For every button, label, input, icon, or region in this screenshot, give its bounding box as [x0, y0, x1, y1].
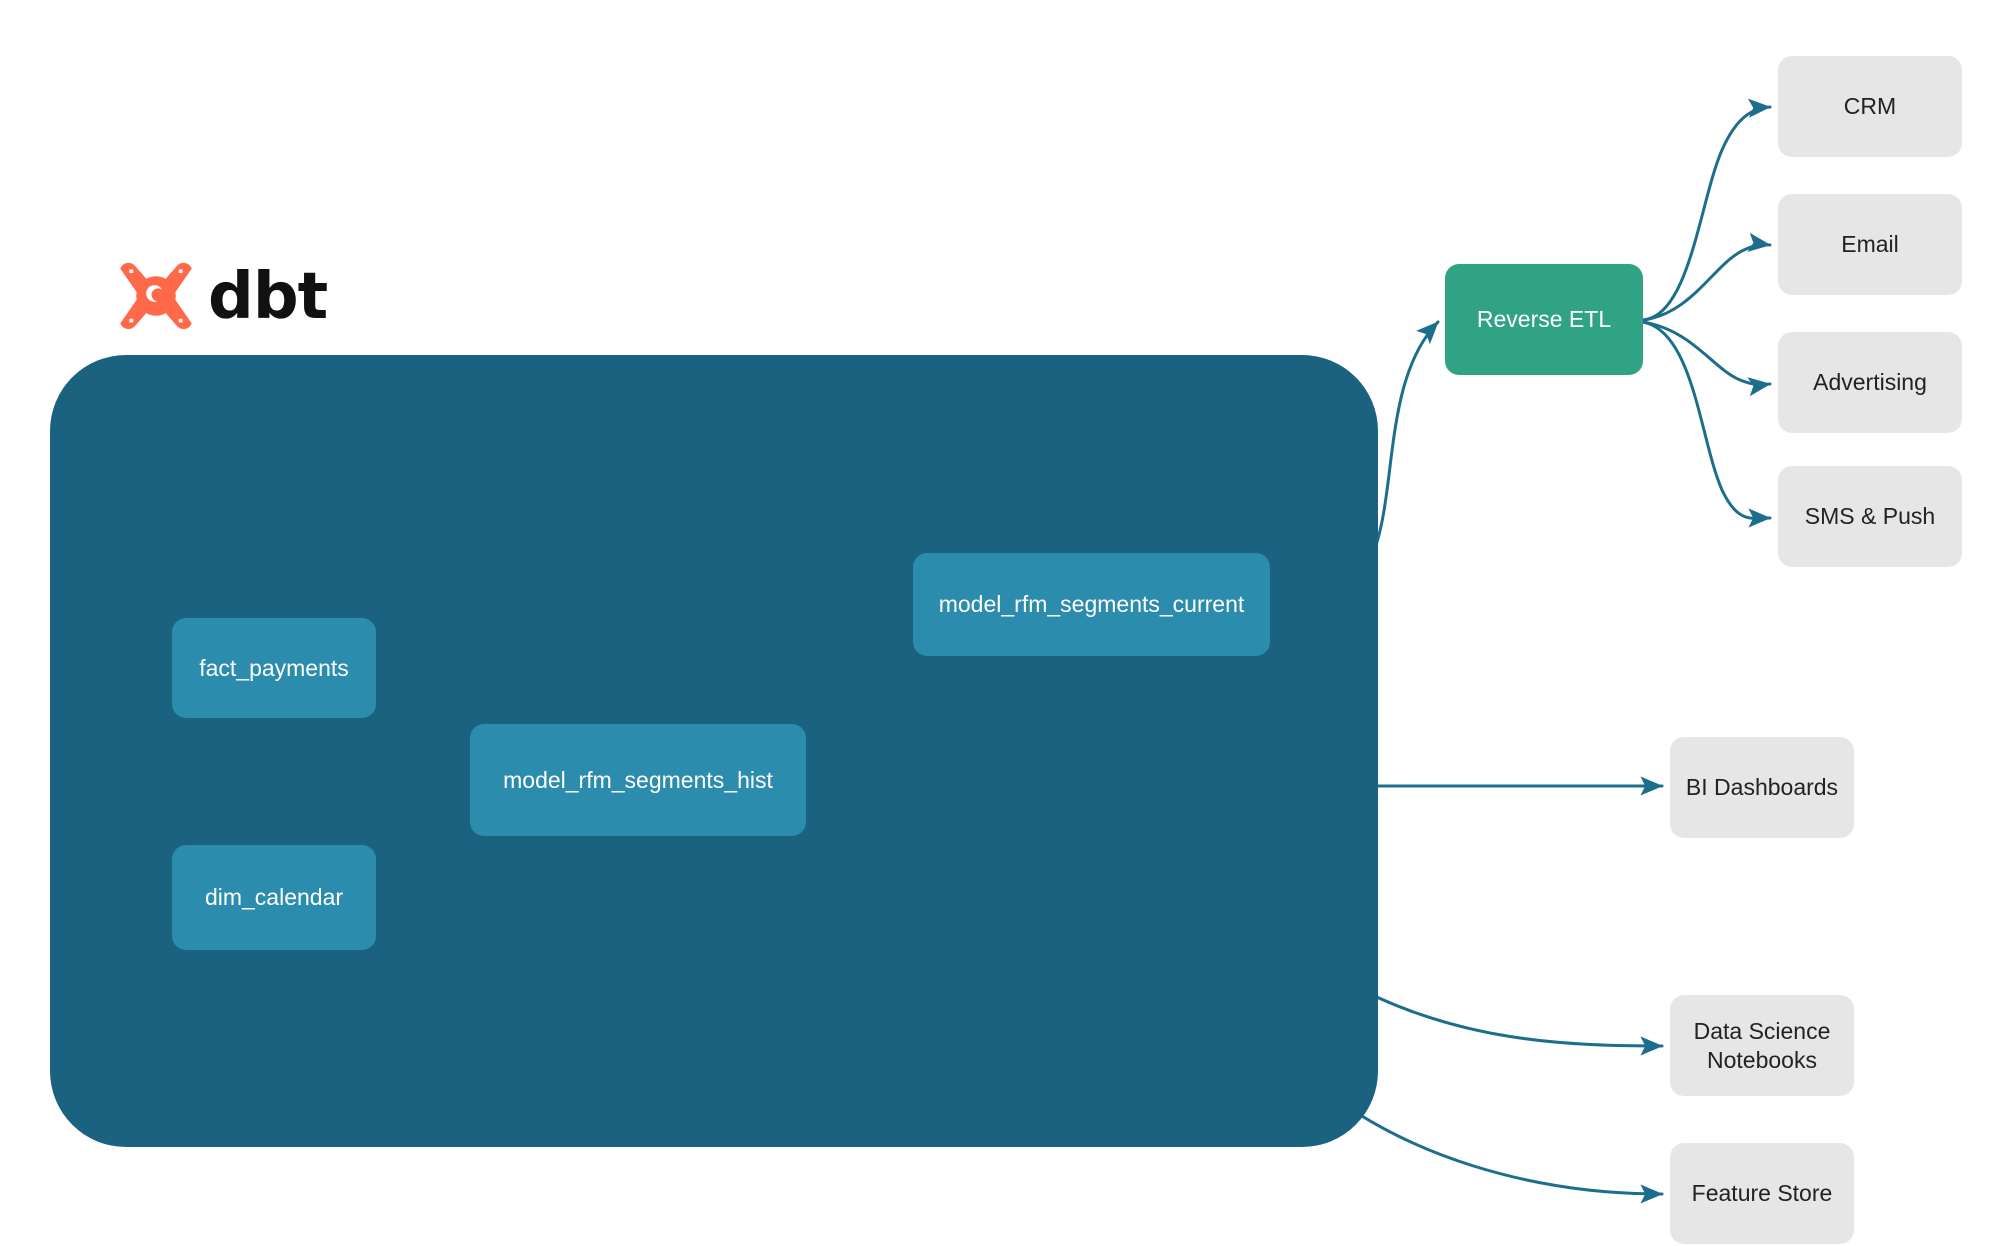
node-reverse-etl[interactable]: Reverse ETL: [1445, 264, 1643, 375]
node-label: Reverse ETL: [1476, 306, 1612, 333]
edge-rfm-hist-to-ds-notebooks: [1356, 986, 1664, 1056]
dbt-logo-icon: [118, 261, 194, 337]
dbt-wordmark: dbt: [208, 260, 328, 334]
node-label: Data Science Notebooks: [1694, 1017, 1831, 1075]
node-label: model_rfm_segments_hist: [503, 766, 773, 793]
node-model-rfm-segments-current[interactable]: model_rfm_segments_current: [913, 553, 1270, 656]
node-crm[interactable]: CRM: [1778, 56, 1962, 157]
node-dim-calendar[interactable]: dim_calendar: [172, 845, 376, 950]
node-sms-push[interactable]: SMS & Push: [1778, 466, 1962, 567]
node-label-line-2: Notebooks: [1707, 1046, 1817, 1073]
edge-reverse-etl-to-advertising: [1641, 320, 1772, 397]
node-bi-dashboards[interactable]: BI Dashboards: [1670, 737, 1854, 838]
node-label: model_rfm_segments_current: [938, 591, 1245, 618]
node-fact-payments[interactable]: fact_payments: [172, 618, 376, 718]
node-label: Email: [1841, 231, 1899, 258]
edge-reverse-etl-to-sms-push: [1641, 320, 1772, 528]
node-advertising[interactable]: Advertising: [1778, 332, 1962, 433]
node-label: Feature Store: [1691, 1180, 1833, 1207]
edge-reverse-etl-to-email: [1641, 232, 1772, 322]
node-label-line-1: Data Science: [1693, 1017, 1831, 1044]
node-label: fact_payments: [199, 654, 349, 681]
node-feature-store[interactable]: Feature Store: [1670, 1143, 1854, 1244]
node-label: CRM: [1843, 93, 1897, 120]
node-label: Advertising: [1813, 369, 1927, 396]
node-email[interactable]: Email: [1778, 194, 1962, 295]
edge-reverse-etl-to-crm: [1641, 98, 1772, 322]
node-model-rfm-segments-hist[interactable]: model_rfm_segments_hist: [470, 724, 806, 836]
node-label: SMS & Push: [1804, 503, 1936, 530]
node-label: BI Dashboards: [1685, 774, 1839, 801]
node-label: dim_calendar: [204, 884, 344, 911]
dbt-logo: dbt: [118, 258, 378, 340]
node-data-science-notebooks[interactable]: Data Science Notebooks: [1670, 995, 1854, 1096]
